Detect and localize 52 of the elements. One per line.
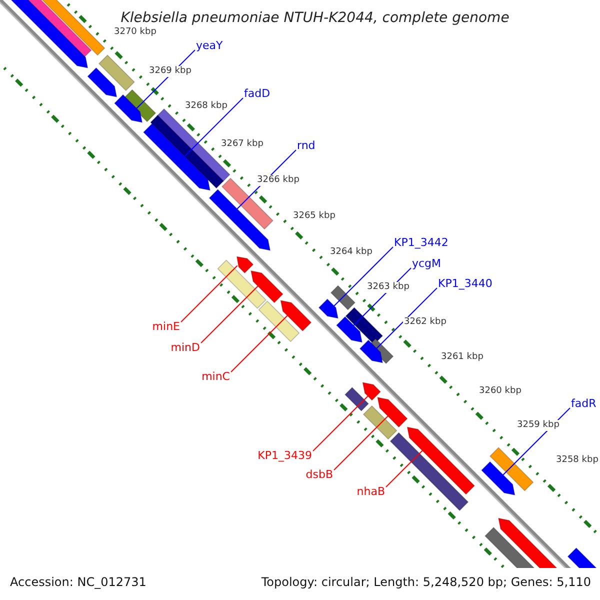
gene-feature xyxy=(336,316,363,343)
gene-label: rnd xyxy=(297,140,316,151)
accession-text: Accession: NC_012731 xyxy=(10,576,146,588)
gene-feature xyxy=(280,300,312,332)
leader-line xyxy=(376,288,438,349)
gene-feature xyxy=(114,94,143,123)
gene-feature xyxy=(318,298,338,319)
tick-label: 3270 kbp xyxy=(113,27,158,38)
leader-line xyxy=(180,265,238,322)
gene-feature xyxy=(377,396,408,428)
gene-label: KP1_3439 xyxy=(258,450,312,461)
tick-label: 3262 kbp xyxy=(403,317,448,328)
leader-line xyxy=(312,396,368,452)
gene-label: KP1_3440 xyxy=(438,278,492,289)
gene-label: nhaB xyxy=(356,486,385,497)
tick-label: 3258 kbp xyxy=(555,455,600,466)
gene-feature xyxy=(87,67,118,98)
map-title: Klebsiella pneumoniae NTUH-K2044, complete genome xyxy=(120,11,510,25)
tick-label: 3263 kbp xyxy=(366,282,410,293)
gene-label: fadD xyxy=(244,88,270,99)
gene-label: yeaY xyxy=(196,40,223,51)
tick-label: 3261 kbp xyxy=(440,352,484,363)
tick-label: 3267 kbp xyxy=(220,139,264,150)
tick-label: 3266 kbp xyxy=(256,175,300,186)
leader-line xyxy=(230,315,288,372)
gene-feature xyxy=(362,382,381,401)
gene-label: minD xyxy=(170,342,200,353)
leader-line xyxy=(334,416,388,470)
leader-line xyxy=(334,246,394,306)
tick-label: 3268 kbp xyxy=(184,101,228,112)
gene-feature xyxy=(236,256,254,274)
tick-label: 3260 kbp xyxy=(478,386,522,397)
tick-label: 3259 kbp xyxy=(516,420,560,431)
leader-line xyxy=(184,98,244,157)
gene-feature xyxy=(406,426,476,495)
gene-feature xyxy=(359,340,384,364)
gene-feature xyxy=(142,123,211,191)
gene-label: dsbB xyxy=(306,469,333,480)
genome-stats-text: Topology: circular; Length: 5,248,520 bp; Genes: 5,110 xyxy=(261,576,591,588)
leader-line xyxy=(386,450,423,488)
gene-label: fadR xyxy=(571,398,596,409)
tick-label: 3269 kbp xyxy=(148,66,192,77)
tick-label: 3264 kbp xyxy=(329,247,374,258)
gene-label: KP1_3442 xyxy=(394,237,448,248)
gene-label: minE xyxy=(152,321,180,332)
leader-line xyxy=(200,286,258,344)
gene-feature xyxy=(250,270,284,304)
gene-label: ycgM xyxy=(412,258,442,269)
gene-feature xyxy=(480,461,516,496)
tick-label: 3265 kbp xyxy=(292,211,336,222)
gene-feature xyxy=(208,188,271,251)
gene-label: minC xyxy=(202,371,230,382)
